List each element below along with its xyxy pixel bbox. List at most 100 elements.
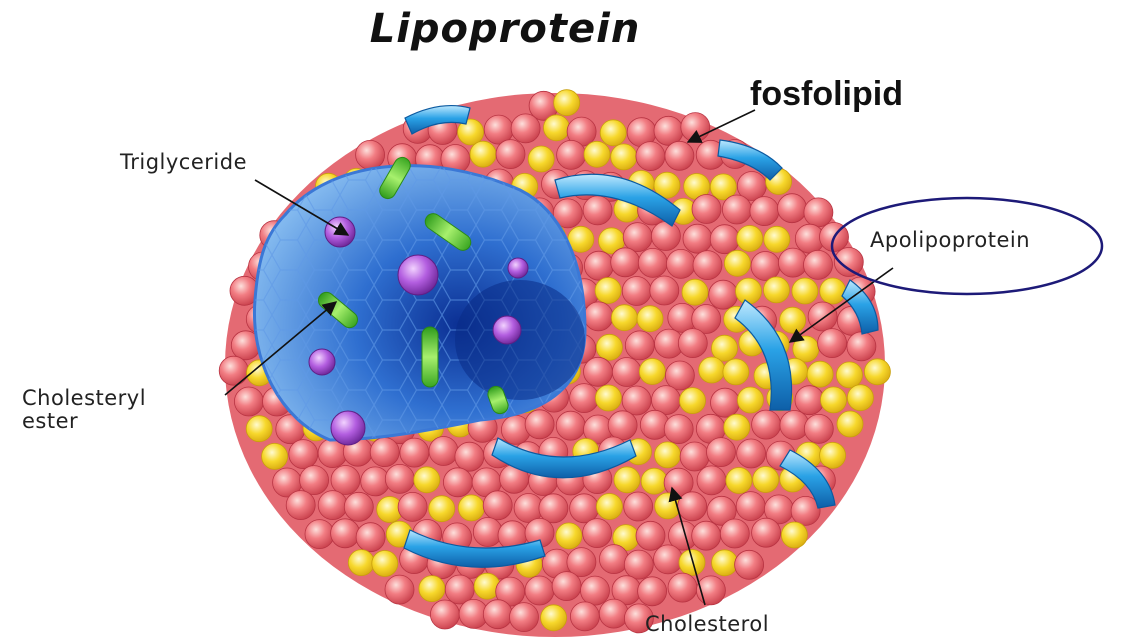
phospholipid-head — [693, 251, 722, 280]
phospholipid-head — [624, 550, 653, 579]
phospholipid-head — [234, 387, 263, 416]
cholesterol-molecule — [820, 278, 846, 304]
phospholipid-head — [804, 198, 833, 227]
cholesterol-molecule — [837, 411, 863, 437]
phospholipid-head — [678, 329, 707, 358]
cholesterol-molecule — [596, 334, 622, 360]
cholesterol-molecule — [372, 551, 398, 577]
phospholipid-head — [611, 248, 640, 277]
cholesterol-molecule — [781, 522, 807, 548]
phospholipid-head — [430, 600, 459, 629]
triglyceride-molecule — [493, 316, 521, 344]
phospholipid-head — [778, 194, 807, 223]
cholesterol-molecule — [611, 144, 637, 170]
cholesterol-molecule — [724, 250, 750, 276]
phospholipid-head — [552, 572, 581, 601]
cholesterol-molecule — [595, 385, 621, 411]
phospholipid-head — [286, 491, 315, 520]
cholesterol-molecule — [246, 416, 272, 442]
phospholipid-head — [625, 331, 654, 360]
phospholipid-head — [752, 410, 781, 439]
phospholipid-head — [483, 600, 512, 629]
label-cholesteryl-ester: Cholesteryl ester — [22, 387, 146, 433]
cholesterol-molecule — [736, 278, 762, 304]
cholesterol-molecule — [737, 387, 763, 413]
phospholipid-head — [752, 518, 781, 547]
phospholipid-head — [736, 492, 765, 521]
cholesterol-molecule — [429, 496, 455, 522]
cholesterol-molecule — [820, 442, 846, 468]
phospholipid-head — [654, 545, 683, 574]
phospholipid-head — [692, 521, 721, 550]
cholesterol-molecule — [682, 279, 708, 305]
cholesterol-molecule — [807, 361, 833, 387]
phospholipid-head — [584, 302, 613, 331]
lipoprotein-particle — [219, 90, 890, 637]
label-apolipoprotein: Apolipoprotein — [870, 228, 1030, 252]
cholesterol-molecule — [764, 226, 790, 252]
phospholipid-head — [692, 195, 721, 224]
cholesterol-molecule — [699, 357, 725, 383]
cholesterol-molecule — [600, 120, 626, 146]
phospholipid-head — [599, 545, 628, 574]
phospholipid-head — [636, 521, 665, 550]
cholesterol-molecule — [737, 226, 763, 252]
cholesterol-molecule — [780, 307, 806, 333]
label-triglyceride: Triglyceride — [120, 150, 247, 174]
label-cholesterol: Cholesterol — [645, 612, 769, 636]
phospholipid-head — [455, 442, 484, 471]
phospholipid-head — [539, 494, 568, 523]
cholesterol-molecule — [792, 278, 818, 304]
cholesterol-molecule — [541, 605, 567, 631]
cholesterol-molecule — [414, 467, 440, 493]
phospholipid-head — [219, 356, 248, 385]
diagram-title: Lipoprotein — [0, 6, 1010, 52]
triglyceride-molecule — [309, 349, 335, 375]
phospholipid-head — [697, 466, 726, 495]
phospholipid-head — [804, 414, 833, 443]
phospholipid-head — [370, 438, 399, 467]
cholesterol-molecule — [556, 523, 582, 549]
triglyceride-molecule — [398, 255, 438, 295]
cholesterol-molecule — [419, 576, 445, 602]
cholesterol-molecule — [655, 442, 681, 468]
phospholipid-head — [735, 550, 764, 579]
phospholipid-head — [651, 222, 680, 251]
phospholipid-head — [737, 439, 766, 468]
cholesterol-molecule — [724, 414, 750, 440]
phospholipid-head — [650, 276, 679, 305]
phospholipid-head — [525, 576, 554, 605]
cholesteryl-ester-molecule — [422, 327, 438, 387]
phospholipid-head — [623, 223, 652, 252]
cholesterol-molecule — [679, 550, 705, 576]
phospholipid-head — [720, 519, 749, 548]
phospholipid-head — [665, 141, 694, 170]
phospholipid-head — [398, 492, 427, 521]
phospholipid-head — [584, 357, 613, 386]
phospholipid-head — [795, 386, 824, 415]
phospholipid-head — [443, 468, 472, 497]
cholesterol-molecule — [753, 467, 779, 493]
phospholipid-head — [750, 197, 779, 226]
cholesterol-molecule — [821, 387, 847, 413]
phospholipid-head — [664, 415, 693, 444]
phospholipid-head — [778, 248, 807, 277]
phospholipid-head — [804, 250, 833, 279]
phospholipid-head — [709, 280, 738, 309]
cholesterol-molecule — [836, 362, 862, 388]
phospholipid-head — [612, 358, 641, 387]
phospholipid-head — [511, 114, 540, 143]
triglyceride-molecule — [508, 258, 528, 278]
phospholipid-head — [525, 410, 554, 439]
cholesterol-molecule — [458, 495, 484, 521]
triglyceride-molecule — [331, 411, 365, 445]
cholesterol-molecule — [348, 550, 374, 576]
phospholipid-head — [356, 523, 385, 552]
phospholipid-head — [680, 442, 709, 471]
phospholipid-head — [681, 113, 710, 142]
cholesterol-molecule — [864, 359, 890, 385]
phospholipid-head — [556, 411, 585, 440]
phospholipid-head — [496, 140, 525, 169]
